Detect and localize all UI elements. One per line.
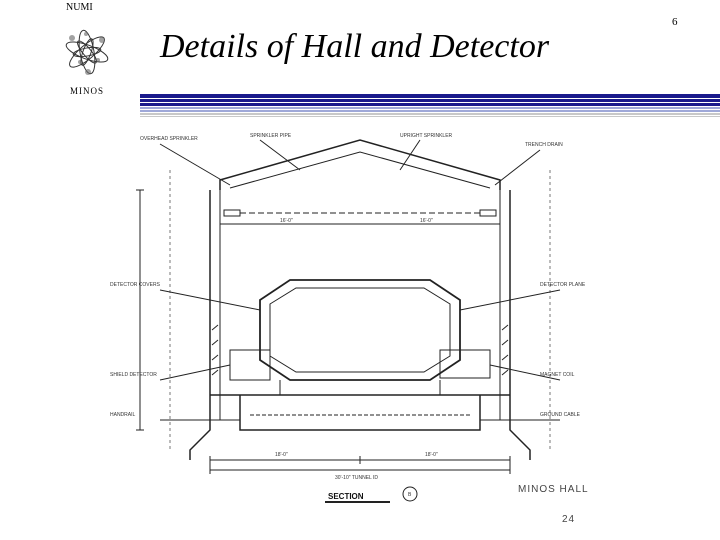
- section-label: SECTION: [328, 492, 364, 501]
- logo-wordmark: MINOS: [70, 86, 105, 96]
- section-mark: B: [408, 492, 412, 498]
- dimension-label: 16'-0": [420, 218, 433, 224]
- page-title: Details of Hall and Detector: [160, 28, 550, 65]
- hall-label: MINOS HALL: [518, 484, 589, 495]
- dimension-label: 18'-0": [275, 452, 288, 458]
- page-number: 6: [672, 16, 678, 28]
- dimension-label: 18'-0": [425, 452, 438, 458]
- callout-text: MAGNET COIL: [540, 372, 575, 378]
- callout-text: HANDRAIL: [110, 412, 136, 418]
- callout-text: TRENCH DRAIN: [525, 142, 563, 148]
- dimension-label: 16'-0": [280, 218, 293, 224]
- hall-section-drawing: OVERHEAD SPRINKLER SPRINKLER PIPE UPRIGH…: [110, 133, 589, 525]
- dimension-label: 30'-10" TUNNEL ID: [335, 475, 378, 481]
- title-rule: [140, 94, 720, 117]
- callout-text: SHIELD DETECTOR: [110, 372, 157, 378]
- org-label: NUMI: [66, 2, 93, 13]
- callout-text: DETECTOR COVERS: [110, 282, 161, 288]
- callout-text: OVERHEAD SPRINKLER: [140, 136, 198, 142]
- minos-logo-icon: [65, 29, 109, 75]
- callout-text: GROUND CABLE: [540, 412, 581, 418]
- callout-text: SPRINKLER PIPE: [250, 133, 292, 139]
- callout-text: DETECTOR PLANE: [540, 282, 586, 288]
- drawing-page-ref: 24: [562, 514, 575, 525]
- callout-text: UPRIGHT SPRINKLER: [400, 133, 453, 139]
